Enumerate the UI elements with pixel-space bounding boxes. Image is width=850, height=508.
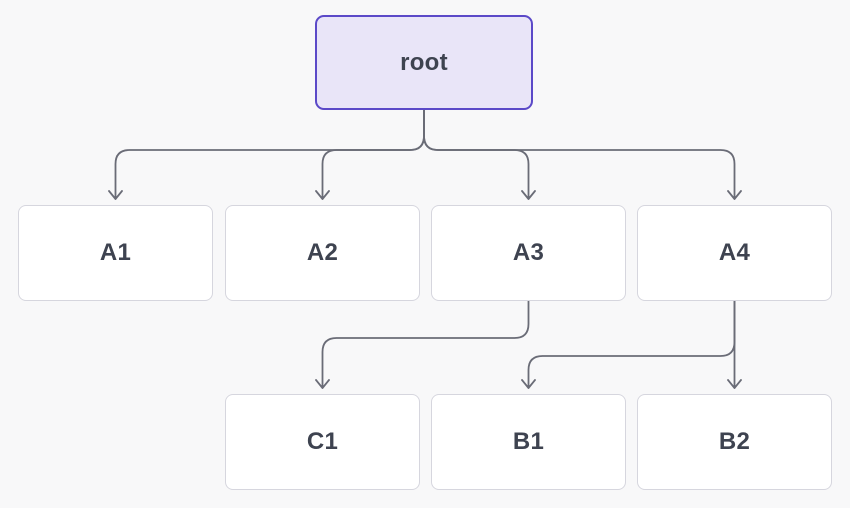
node-root-label: root [400, 48, 448, 76]
node-b2[interactable]: B2 [637, 394, 832, 490]
node-a4[interactable]: A4 [637, 205, 832, 301]
edge-root-A4 [423, 109, 742, 200]
edge-A3-C1 [315, 300, 530, 389]
node-c1[interactable]: C1 [225, 394, 420, 490]
node-a2[interactable]: A2 [225, 205, 420, 301]
node-a1-label: A1 [99, 239, 132, 266]
edge-A4-B2 [727, 300, 742, 389]
node-b1-label: B1 [512, 428, 545, 455]
edge-root-A3 [423, 109, 536, 200]
node-root[interactable]: root [315, 15, 533, 110]
node-a4-label: A4 [718, 239, 751, 266]
edge-root-A1 [108, 109, 425, 200]
node-c1-label: C1 [306, 428, 339, 455]
edge-A4-B1 [521, 300, 736, 389]
node-a3-label: A3 [512, 239, 545, 266]
node-a2-label: A2 [306, 239, 339, 266]
node-a1[interactable]: A1 [18, 205, 213, 301]
node-b1[interactable]: B1 [431, 394, 626, 490]
node-b2-label: B2 [718, 428, 751, 455]
node-a3[interactable]: A3 [431, 205, 626, 301]
edge-root-A2 [315, 109, 425, 200]
